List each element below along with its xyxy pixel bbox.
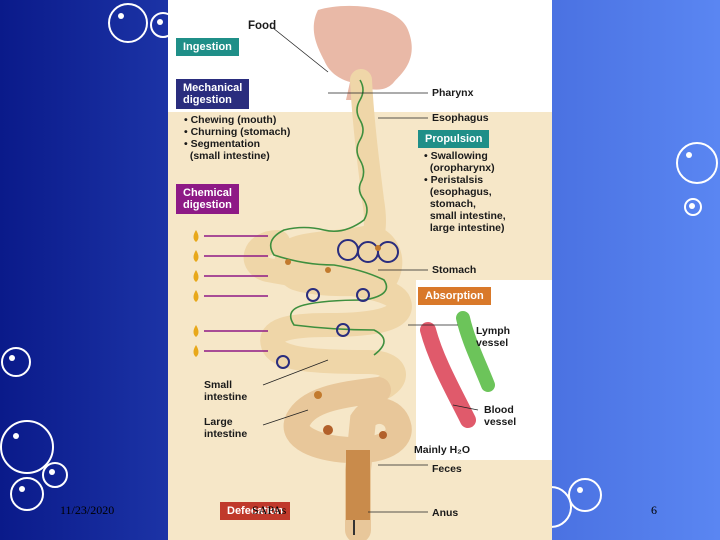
- churn-arrow: [377, 241, 399, 263]
- food-particle: [375, 245, 381, 251]
- segmentation-arrow: [276, 355, 290, 369]
- food-particle: [325, 267, 331, 273]
- label-mechanical-digestion: Mechanical digestion: [176, 79, 250, 109]
- bubble-decoration: [10, 477, 44, 511]
- label-anus: Anus: [432, 507, 459, 519]
- bubble-decoration: [676, 142, 718, 184]
- segmentation-arrow: [306, 288, 320, 302]
- label-small-intestine: Small intestine: [204, 379, 248, 403]
- label-mainly-h2o: Mainly H₂O: [414, 444, 471, 456]
- label-chemical-digestion: Chemical digestion: [176, 184, 239, 214]
- chemical-arrows: [204, 235, 268, 352]
- label-absorption: Absorption: [418, 287, 491, 305]
- label-stomach: Stomach: [432, 264, 477, 276]
- drop-icon: [193, 230, 199, 242]
- food-particle: [379, 431, 387, 439]
- leader-line: [262, 359, 329, 386]
- drop-icon: [193, 270, 199, 282]
- lymph-vessel-shape: [456, 311, 495, 392]
- drop-icon: [193, 290, 199, 302]
- drop-icon: [193, 250, 199, 262]
- label-esophagus: Esophagus: [432, 112, 489, 124]
- label-propulsion-list: • Swallowing (oropharynx) • Peristalsis …: [424, 150, 506, 234]
- label-feces: Feces: [432, 463, 462, 475]
- leader-line: [262, 409, 309, 426]
- bubble-decoration: [1, 347, 31, 377]
- blood-vessel-shape: [420, 322, 476, 428]
- footer-center-text: SAPAs: [252, 503, 287, 517]
- food-particle: [314, 391, 322, 399]
- bubble-decoration: [568, 478, 602, 512]
- head-silhouette: [313, 5, 412, 101]
- small-intestine-tube: [243, 230, 412, 402]
- label-lymph-vessel: Lymph vessel: [476, 325, 511, 349]
- food-particle: [323, 425, 333, 435]
- bubble-decoration: [108, 3, 148, 43]
- footer-date: 11/23/2020: [60, 503, 115, 517]
- leader-line: [452, 404, 479, 411]
- leader-line: [272, 27, 329, 73]
- label-blood-vessel: Blood vessel: [484, 404, 517, 428]
- bubble-decoration: [684, 198, 702, 216]
- food-particle: [285, 259, 291, 265]
- label-food: Food: [248, 20, 277, 32]
- digestive-tract-illustration: [168, 5, 552, 540]
- enzyme-drops: [193, 230, 199, 357]
- segmentation-arrow: [336, 323, 350, 337]
- label-large-intestine: Large intestine: [204, 416, 248, 440]
- label-propulsion: Propulsion: [418, 130, 490, 148]
- drop-icon: [193, 325, 199, 337]
- segmentation-arrow: [356, 288, 370, 302]
- label-pharynx: Pharynx: [432, 87, 474, 99]
- label-defecation: Defecation: [220, 502, 291, 520]
- label-ingestion: Ingestion: [176, 38, 239, 56]
- label-mechanical-list: • Chewing (mouth) • Churning (stomach) •…: [184, 114, 291, 162]
- bubble-decoration: [0, 420, 54, 474]
- drop-icon: [193, 345, 199, 357]
- rectum-shape: [346, 450, 370, 520]
- bubble-decoration: [42, 462, 68, 488]
- digestive-process-figure: Food Ingestion Mechanical digestion • Ch…: [168, 0, 552, 540]
- page-number: 6: [651, 503, 657, 517]
- nerve-squiggle: [269, 79, 388, 356]
- leader-lines: [262, 27, 479, 513]
